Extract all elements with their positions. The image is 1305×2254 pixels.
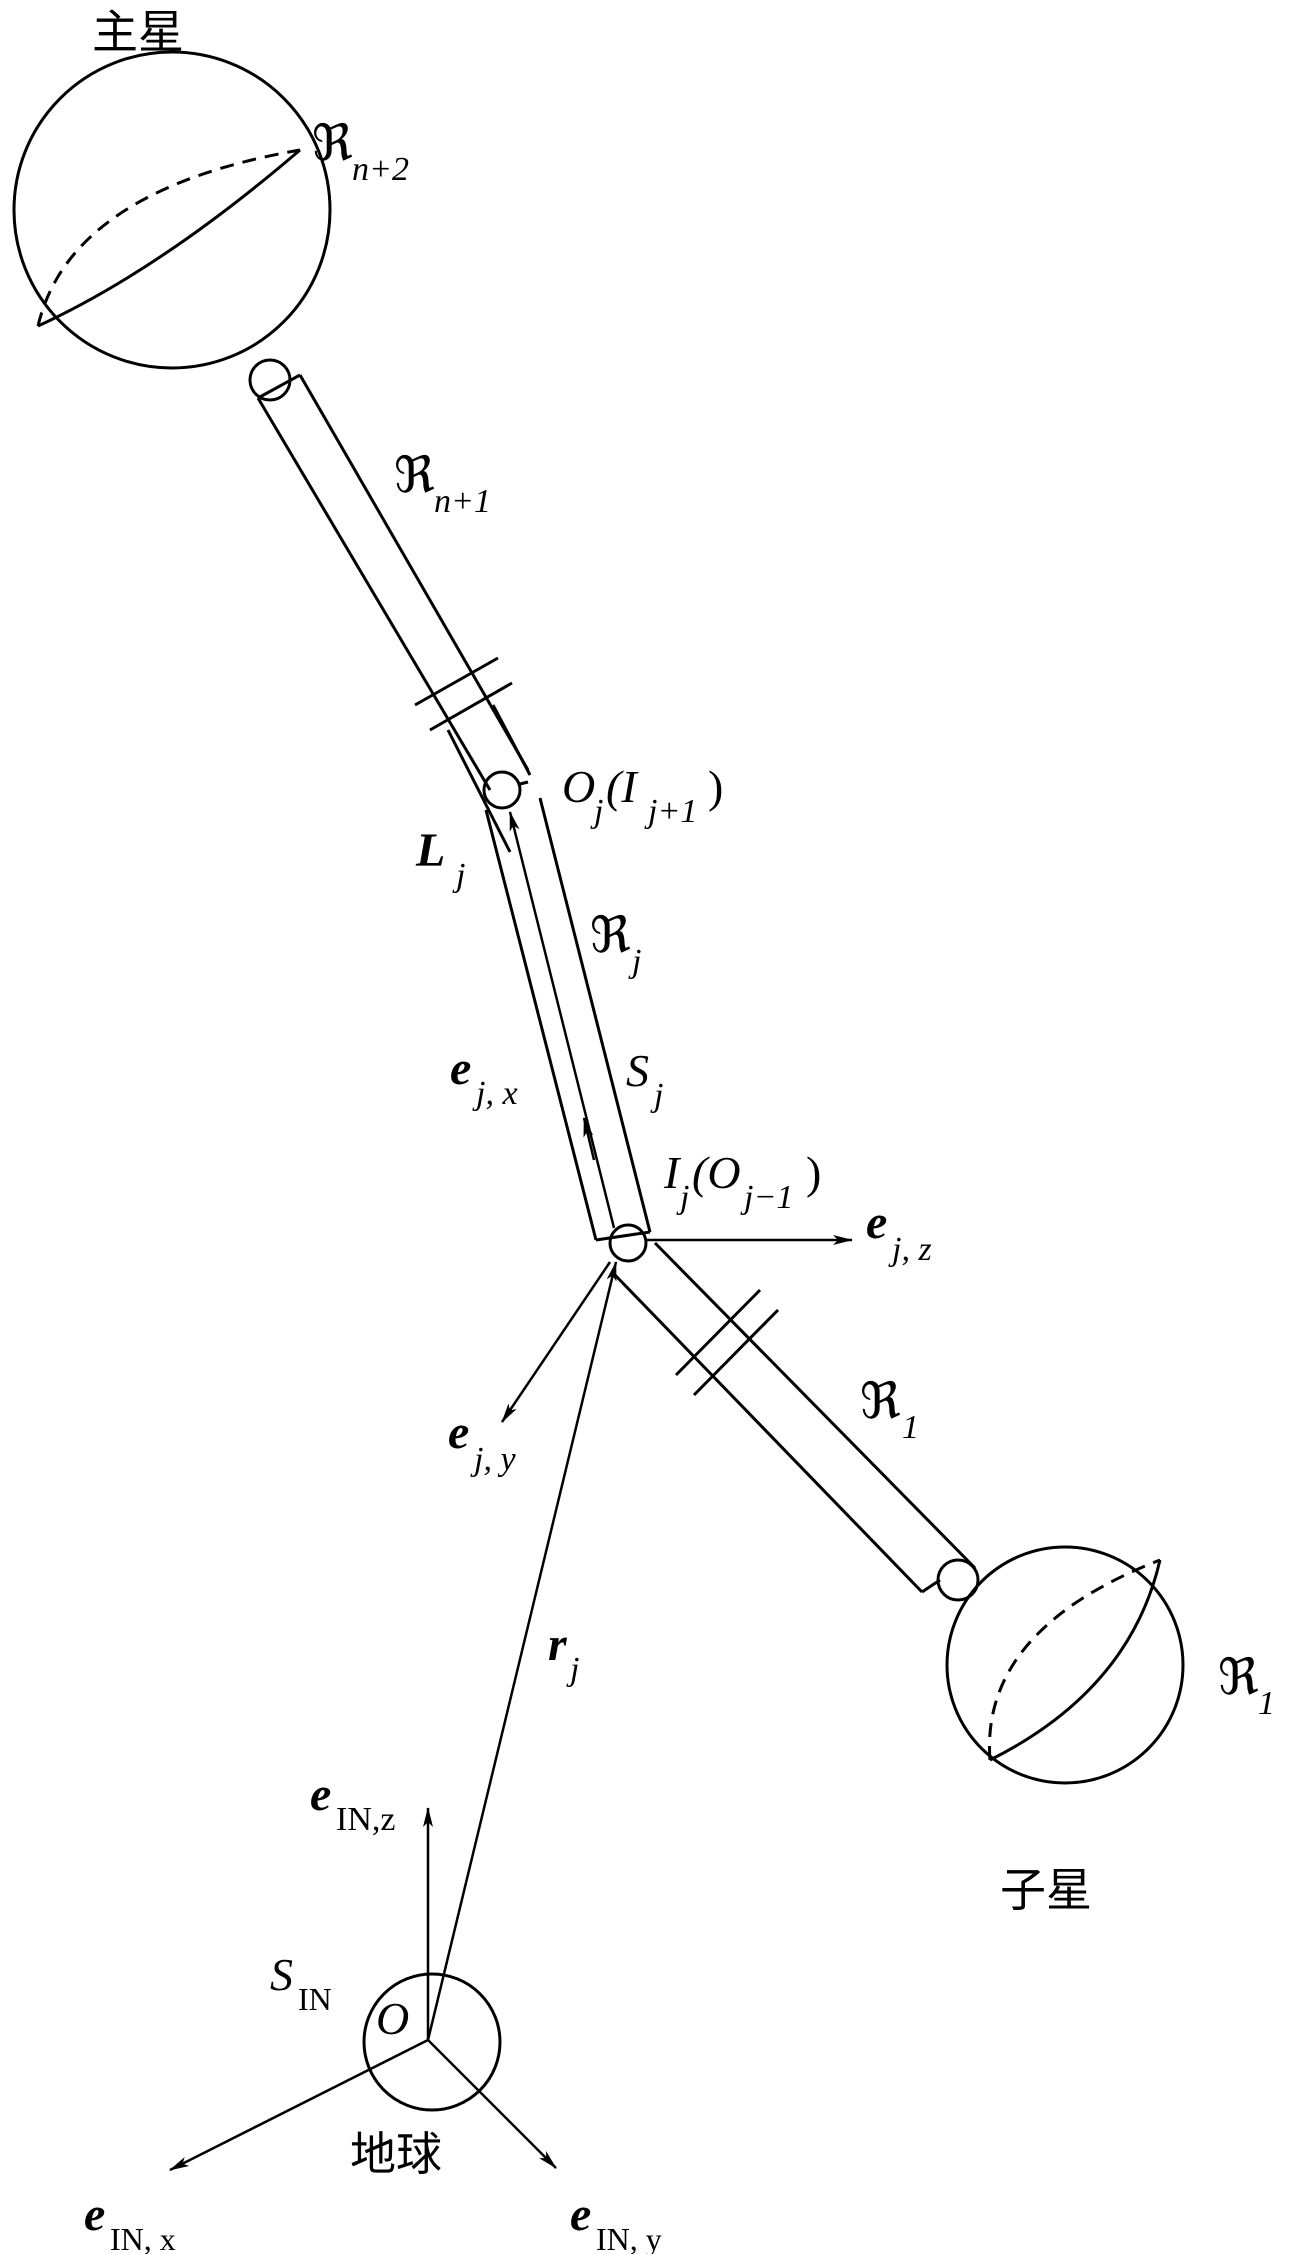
main-star-sphere [12, 50, 332, 370]
label-ejy: e j, y [448, 1406, 516, 1478]
svg-text:ℜ: ℜ [860, 1373, 901, 1429]
svg-text:e: e [310, 1768, 331, 1821]
svg-text:r: r [548, 1618, 568, 1671]
joint-oj [482, 770, 522, 810]
sub-star-joint [936, 1558, 980, 1602]
svg-text:ℜ: ℜ [312, 115, 353, 171]
earth-circle [362, 1972, 502, 2112]
svg-text:j: j [452, 857, 465, 894]
link-rn1 [256, 373, 532, 853]
svg-text:ℜ: ℜ [394, 447, 435, 503]
label-sin: S IN [270, 1949, 332, 2017]
label-einx: e IN, x [84, 2188, 176, 2254]
sub-star-sphere [945, 1545, 1185, 1785]
label-lj: L j [415, 824, 465, 894]
label-origin: O [376, 1993, 409, 2044]
joint-ij [608, 1223, 648, 1263]
svg-text:IN,z: IN,z [336, 1801, 395, 1838]
svg-text:j: j [650, 1077, 663, 1114]
svg-text:j+1: j+1 [644, 793, 697, 830]
svg-text:j: j [590, 793, 603, 830]
label-rn2: ℜ n+2 [312, 115, 409, 188]
svg-text:e: e [866, 1196, 887, 1249]
svg-text:n+1: n+1 [434, 483, 491, 520]
sub-star-label: 子星 [1000, 1863, 1092, 1917]
svg-text:j: j [676, 1179, 689, 1216]
svg-text:O: O [562, 761, 595, 812]
label-einy: e IN, y [570, 2188, 662, 2254]
ejx-arrow [582, 1117, 596, 1161]
svg-text:j: j [566, 1651, 579, 1688]
svg-text:IN, y: IN, y [596, 2221, 662, 2254]
svg-text:I: I [663, 1147, 682, 1198]
svg-text:e: e [450, 1042, 471, 1095]
label-r1-link: ℜ 1 [860, 1373, 919, 1446]
einx-arrow [169, 2038, 429, 2172]
svg-text:ℜ: ℜ [590, 907, 631, 963]
label-einz: e IN,z [310, 1768, 395, 1838]
svg-text:IN: IN [298, 1981, 332, 2017]
label-rj: ℜ j [590, 907, 641, 980]
einy-arrow [427, 2039, 557, 2169]
main-star-joint [248, 358, 292, 402]
svg-text:j, y: j, y [470, 1441, 516, 1478]
link-r1 [613, 1241, 977, 1594]
main-star-label: 主星 [92, 5, 184, 59]
svg-text:e: e [570, 2188, 591, 2241]
label-ij: I j (O j−1 ) [663, 1147, 821, 1216]
svg-text:S: S [626, 1045, 649, 1096]
svg-text:IN, x: IN, x [110, 2221, 176, 2254]
svg-text:1: 1 [902, 1409, 919, 1446]
svg-text:): ) [806, 1147, 821, 1198]
svg-text:e: e [84, 2188, 105, 2241]
svg-text:1: 1 [1258, 1685, 1275, 1722]
label-sj: S j [626, 1045, 663, 1114]
svg-text:j−1: j−1 [740, 1179, 793, 1216]
svg-text:(I: (I [606, 761, 639, 812]
label-oj: O j (I j+1 ) [562, 761, 723, 830]
svg-text:): ) [708, 761, 723, 812]
label-ejx: e j, x [450, 1042, 518, 1112]
label-ejz: e j, z [866, 1196, 932, 1268]
svg-text:j, z: j, z [888, 1231, 932, 1268]
link-rj [484, 797, 652, 1242]
ejy-arrow [500, 1261, 612, 1423]
svg-text:e: e [448, 1406, 469, 1459]
rj-arrow [426, 1261, 618, 2041]
svg-text:(O: (O [692, 1147, 741, 1198]
svg-text:j: j [628, 943, 641, 980]
lj-arrow [508, 811, 616, 1229]
svg-text:j, x: j, x [472, 1075, 518, 1112]
label-rn1: ℜ n+1 [394, 447, 491, 520]
label-r1-substar: ℜ 1 [1218, 1649, 1275, 1722]
svg-text:S: S [270, 1949, 293, 2000]
label-rj-vector: r j [548, 1618, 579, 1688]
svg-text:L: L [415, 824, 445, 877]
svg-text:n+2: n+2 [352, 151, 409, 188]
svg-text:ℜ: ℜ [1218, 1649, 1259, 1705]
earth-label: 地球 [350, 2127, 442, 2181]
